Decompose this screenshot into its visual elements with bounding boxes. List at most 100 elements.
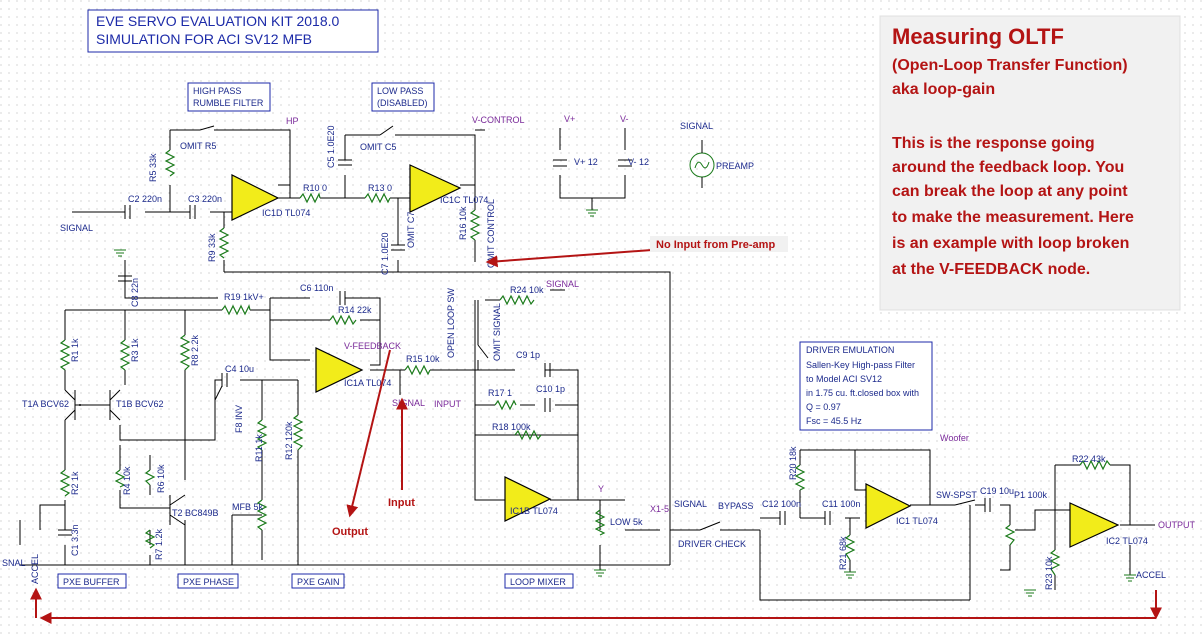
label-omit-control: OMIT CONTROL	[486, 199, 496, 268]
label-accel-left: ACCEL	[30, 554, 40, 584]
label-vplus12: V+ 12	[574, 157, 598, 167]
label-c8: C8 22n	[130, 278, 140, 307]
label-r11: R11 1k	[254, 434, 264, 462]
ground-symbols	[114, 209, 1136, 597]
resistor-r21	[844, 534, 856, 561]
resistor-r1	[59, 339, 71, 371]
label-accel-right: ACCEL	[1136, 570, 1166, 580]
label-v-feedback: V-FEEDBACK	[344, 341, 401, 351]
potentiometer-p1	[1004, 524, 1016, 546]
annotation-labels: No Input from Pre-amp Input Output	[332, 236, 788, 538]
no-input-arrow	[485, 249, 653, 268]
resistor-r19	[221, 304, 251, 316]
label-c12: C12 100n	[762, 499, 801, 509]
opamp-ic1a	[315, 347, 364, 393]
transistor-t1b	[95, 389, 121, 421]
svg-text:to Model ACI SV12: to Model ACI SV12	[806, 374, 882, 384]
resistor-r15	[404, 364, 431, 376]
annotation-arrows	[30, 249, 1162, 624]
title-line-1: EVE SERVO EVALUATION KIT 2018.0	[96, 13, 340, 29]
label-t1b: T1B BCV62	[116, 399, 164, 409]
label-c10: C10 1p	[536, 384, 565, 394]
switches	[19, 125, 976, 545]
svg-text:LOW PASS: LOW PASS	[377, 86, 423, 96]
svg-text:PXE BUFFER: PXE BUFFER	[63, 577, 120, 587]
label-r15: R15 10k	[406, 354, 440, 364]
transistor-t1a	[64, 389, 95, 421]
label-c4: C4 10u	[225, 364, 254, 374]
section-label-low-pass: LOW PASS (DISABLED)	[371, 82, 435, 112]
label-c9: C9 1p	[516, 350, 540, 360]
capacitor-c11	[824, 511, 831, 525]
oltf-note-panel: Measuring OLTF (Open-Loop Transfer Funct…	[879, 15, 1181, 311]
svg-text:(DISABLED): (DISABLED)	[377, 98, 428, 108]
label-ic2: IC2 TL074	[1106, 536, 1148, 546]
label-vplus-rail: V+	[564, 114, 575, 124]
resistor-r18	[514, 429, 542, 441]
svg-text:in 1.75 cu. ft.closed box with: in 1.75 cu. ft.closed box with	[806, 388, 919, 398]
svg-text:RUMBLE FILTER: RUMBLE FILTER	[193, 98, 264, 108]
transistors	[64, 389, 186, 526]
wires	[20, 128, 1155, 601]
opamp-ic1b	[504, 476, 552, 522]
resistor-r2	[59, 469, 71, 497]
label-r8: R8 2.2k	[190, 334, 200, 366]
resistor-r8	[179, 334, 191, 371]
label-snal: SNAL	[2, 558, 26, 568]
label-signal-source: SIGNAL	[680, 121, 713, 131]
label-hp: HP	[286, 116, 299, 126]
switch-driver-check	[699, 521, 721, 531]
label-driver-check: DRIVER CHECK	[678, 539, 746, 549]
section-label-loop-mixer: LOOP MIXER	[504, 573, 574, 589]
capacitor-c12	[779, 511, 786, 525]
label-vminus12: V- 12	[628, 157, 649, 167]
label-c6: C6 110n	[300, 283, 333, 293]
label-c5: C5 1.0E20	[326, 125, 336, 168]
label-t2: T2 BC849B	[172, 508, 219, 518]
switch-f8-inv	[214, 385, 223, 401]
label-v-control: V-CONTROL	[472, 115, 525, 125]
label-ic1d: IC1D TL074	[262, 208, 310, 218]
opamp-ic1d	[231, 174, 280, 221]
label-signal-in: SIGNAL	[60, 223, 93, 233]
capacitor-c5	[338, 159, 352, 166]
transistor-t2	[155, 494, 186, 526]
capacitor-c19	[984, 498, 991, 512]
output-label: Output	[332, 526, 368, 538]
opamp-ic1c	[409, 164, 462, 213]
label-r20: R20 18k	[788, 446, 798, 480]
label-r23: R23 10k	[1044, 556, 1054, 590]
switch-sw-spst	[954, 499, 976, 506]
svg-text:HIGH PASS: HIGH PASS	[193, 86, 241, 96]
label-c11: C11 100n	[822, 499, 860, 509]
opamp-ic2	[1069, 502, 1120, 548]
capacitor-c1	[58, 529, 72, 536]
label-omit-r5: OMIT R5	[180, 141, 216, 151]
label-r16: R16 10k	[458, 206, 468, 240]
label-r14: R14 22k	[338, 305, 372, 315]
note-body-line: around the feedback loop. You	[892, 159, 1124, 176]
label-p1: P1 100k	[1014, 490, 1048, 500]
label-signal-node: SIGNAL	[392, 398, 425, 408]
label-r18: R18 100k	[492, 422, 531, 432]
label-ic1b: IC1B TL074	[510, 506, 558, 516]
resistor-r7	[144, 529, 156, 549]
label-r12: R12 120k	[284, 421, 294, 460]
capacitors	[58, 159, 991, 536]
note-body-line: is an example with loop broken	[892, 235, 1129, 252]
capacitor-c9	[544, 363, 551, 377]
opamps	[231, 164, 1120, 548]
resistor-r6	[144, 469, 156, 486]
label-low: LOW 5k	[610, 517, 643, 527]
note-body-line: at the V-FEEDBACK node.	[892, 261, 1090, 278]
section-label-pxe-gain: PXE GAIN	[291, 573, 345, 589]
note-body-line: This is the response going	[892, 135, 1095, 152]
opamp-ic1	[865, 483, 912, 529]
label-c2: C2 220n	[128, 194, 162, 204]
svg-text:Sallen-Key High-pass Filter: Sallen-Key High-pass Filter	[806, 360, 915, 370]
label-c3: C3 220n	[188, 194, 222, 204]
label-omit-c7: OMIT C7	[406, 212, 416, 248]
label-r2: R2 1k	[70, 471, 80, 495]
label-y: Y	[598, 484, 604, 494]
label-c1: C1 3.3n	[70, 524, 80, 556]
